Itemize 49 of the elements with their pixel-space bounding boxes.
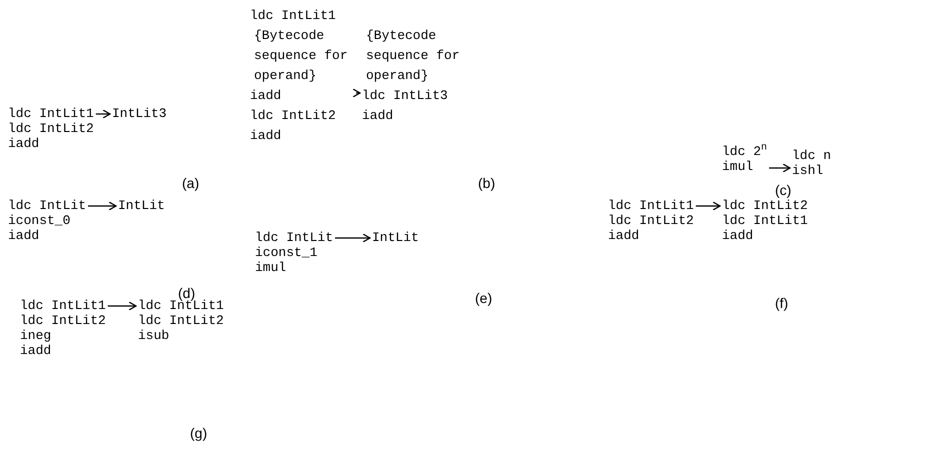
instruction-text: iadd [8, 136, 40, 151]
instruction-text: IntLit3 [112, 106, 167, 121]
panel-label: (e) [475, 290, 492, 306]
instruction-text: ldc IntLit1 [138, 298, 224, 313]
instruction-text: imul [722, 159, 754, 174]
instruction-text: iconst_1 [255, 245, 318, 260]
instruction-text: ldc IntLit3 [362, 87, 449, 105]
instruction-text: iadd [250, 87, 282, 105]
instruction-text: ldc IntLit1 [250, 7, 337, 25]
instruction-text: ldc IntLit1 [20, 298, 106, 313]
arrow [335, 233, 371, 243]
panel-label: (b) [478, 175, 496, 191]
panel-label: (g) [190, 425, 208, 441]
instruction-text: iadd [722, 228, 754, 243]
instruction-text: iadd [250, 127, 282, 145]
instruction-text: iadd [608, 228, 640, 243]
arrow [88, 201, 117, 211]
instruction-text: imul [255, 260, 288, 275]
instruction-text: ldc IntLit [255, 230, 334, 245]
arrow [352, 88, 361, 98]
instruction-text: ldc IntLit2 [250, 107, 337, 125]
arrow [96, 109, 111, 119]
arrow [769, 163, 791, 173]
instruction-text: ldc IntLit2 [20, 313, 106, 328]
panel-label: (f) [775, 295, 788, 311]
instruction-text: ldc n [792, 148, 832, 163]
instruction-text: IntLit [118, 198, 165, 213]
instruction-text: IntLit [372, 230, 419, 245]
instruction-text: ldc IntLit2 [138, 313, 224, 328]
instruction-text: iconst_0 [8, 213, 72, 228]
panel-label: (c) [775, 182, 792, 198]
instruction-text: ldc IntLit [8, 198, 86, 213]
instruction-text: ldc IntLit2 [722, 198, 808, 213]
instruction-text: ldc 2$^{n}$ [722, 144, 768, 159]
instruction-text: ineg [20, 328, 52, 343]
instruction-text: ldc IntLit1 [8, 106, 94, 121]
instruction-text: ldc IntLit2 [8, 121, 94, 136]
panel-label: (a) [182, 175, 200, 191]
arrow [696, 201, 721, 211]
panel-label: (d) [178, 285, 196, 301]
instruction-text: isub [138, 328, 170, 343]
instruction-text: ldc IntLit1 [722, 213, 808, 228]
instruction-text: ishl [792, 163, 824, 178]
instruction-text: iadd [362, 107, 394, 125]
instruction-text: ldc IntLit2 [608, 213, 694, 228]
instruction-text: ldc IntLit1 [608, 198, 694, 213]
instruction-text: iadd [20, 343, 52, 358]
arrow [108, 301, 137, 311]
instruction-text: iadd [8, 228, 40, 243]
